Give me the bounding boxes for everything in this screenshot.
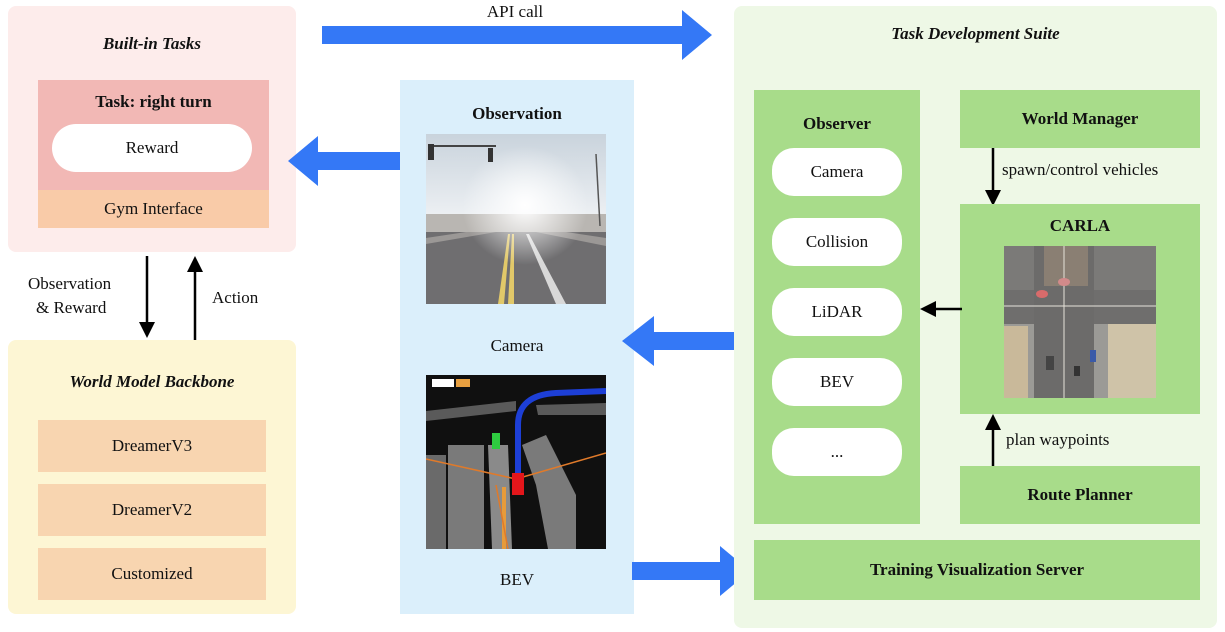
backbone-item-dreamerv2: DreamerV2: [38, 484, 266, 536]
observer-title: Observer: [803, 114, 871, 133]
bev-label: BEV: [500, 570, 534, 589]
reward-pill: Reward: [52, 124, 252, 172]
action-label: Action: [212, 288, 259, 307]
observer-item-more: ...: [772, 428, 902, 476]
task-development-suite-title: Task Development Suite: [891, 24, 1060, 43]
backbone-item-customized: Customized: [38, 548, 266, 600]
observation-reward-arrow: [139, 256, 155, 338]
plan-waypoints-label: plan waypoints: [1006, 430, 1110, 449]
world-model-backbone-title: World Model Backbone: [69, 372, 235, 391]
route-planner-box: Route Planner: [960, 466, 1200, 524]
task-development-suite-panel: Task Development Suite Observer Camera C…: [734, 6, 1217, 628]
backbone-item-dreamerv3: DreamerV3: [38, 420, 266, 472]
observer-item-camera: Camera: [772, 148, 902, 196]
observer-item-bev: BEV: [772, 358, 902, 406]
task-box: Task: right turn Reward: [38, 80, 269, 190]
api-call-label: API call: [486, 2, 544, 21]
bev-view-image: [426, 375, 606, 549]
observation-panel: Observation Camera: [400, 80, 634, 614]
carla-title: CARLA: [1049, 216, 1111, 235]
observer-box: Observer Camera Collision LiDAR BEV ...: [754, 90, 920, 524]
observation-to-task-arrow: [288, 136, 402, 186]
observation-to-server-arrow: [632, 546, 750, 596]
camera-label: Camera: [490, 336, 544, 355]
spawn-arrow: [985, 148, 1001, 206]
carla-to-observer-arrow: [920, 301, 962, 317]
builtin-tasks-title: Built-in Tasks: [102, 34, 202, 53]
world-manager-box: World Manager: [960, 90, 1200, 148]
action-arrow: [187, 256, 203, 340]
observer-item-lidar: LiDAR: [772, 288, 902, 336]
observation-reward-label-2: & Reward: [36, 298, 107, 317]
api-call-arrow: [322, 10, 712, 60]
carla-box: CARLA: [960, 204, 1200, 414]
plan-waypoints-arrow: [985, 414, 1001, 468]
observation-reward-label-1: Observation: [28, 274, 112, 293]
observation-title: Observation: [472, 104, 562, 123]
gym-interface-box: Gym Interface: [38, 190, 269, 228]
observer-item-collision: Collision: [772, 218, 902, 266]
task-title: Task: right turn: [95, 92, 212, 111]
camera-view-image: [426, 134, 606, 304]
suite-to-observation-arrow: [622, 316, 736, 366]
spawn-label: spawn/control vehicles: [1002, 160, 1159, 179]
carla-map-image: [1004, 246, 1156, 398]
training-visualization-server-box: Training Visualization Server: [754, 540, 1200, 600]
world-model-backbone-panel: World Model Backbone DreamerV3 DreamerV2…: [8, 340, 296, 614]
builtin-tasks-panel: Built-in Tasks Task: right turn Reward G…: [8, 6, 296, 252]
